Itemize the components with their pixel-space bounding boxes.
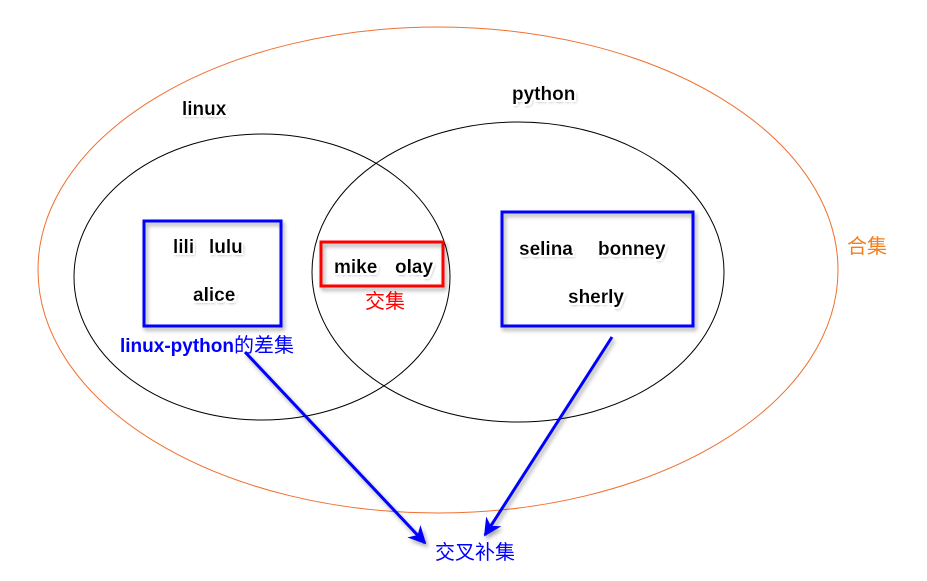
intersection-label: 交集 — [365, 289, 405, 313]
member-alice: alice — [193, 285, 235, 306]
linux-set-circle — [73, 133, 451, 421]
difference-label-cjk: 的差集 — [234, 333, 294, 357]
intersection-box — [319, 240, 445, 288]
difference-label-latin: linux-python — [120, 336, 234, 357]
symmetric-difference-label: 交叉补集 — [435, 540, 515, 564]
python-set-circle — [311, 121, 725, 423]
union-label: 合集 — [847, 234, 887, 258]
member-lili: lili — [173, 237, 194, 258]
arrow-right — [483, 336, 614, 537]
linux-only-box — [142, 219, 283, 328]
member-bonney: bonney — [598, 239, 666, 260]
python-only-box — [500, 210, 695, 328]
member-mike: mike — [334, 257, 377, 278]
difference-label: linux-python的差集 — [120, 333, 294, 357]
member-lulu: lulu — [209, 237, 243, 258]
python-label: python — [512, 84, 575, 105]
linux-label: linux — [182, 99, 227, 120]
arrow-left — [243, 350, 427, 545]
member-olay: olay — [395, 257, 433, 278]
member-sherly: sherly — [568, 287, 624, 308]
member-selina: selina — [519, 239, 573, 260]
union-ellipse — [37, 26, 839, 514]
